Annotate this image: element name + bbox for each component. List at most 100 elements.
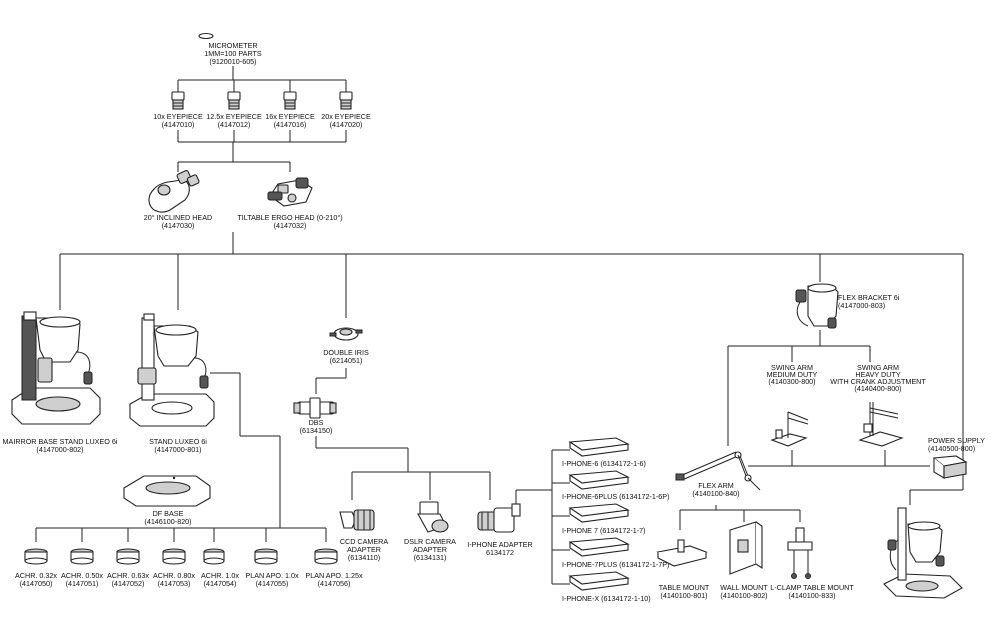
objective-code: (4147053) [158,579,191,588]
table-mount-code: (4140100-801) [660,591,707,600]
l-clamp-table-mount[interactable]: L-CLAMP TABLE MOUNT (4140100-833) [770,527,854,600]
eyepiece-12-5x[interactable]: 12.5x EYEPIECE (4147012) [206,91,262,129]
swing-arm-medium-duty[interactable]: SWING ARM MEDIUM DUTY (4140300-800) [767,363,818,447]
wall-mount-icon [729,521,763,575]
df-base-label: DF BASE [153,509,184,518]
objective-code: (4147051) [66,579,99,588]
iphone-6plus-holder[interactable]: I-PHONE-6PLUS (6134172-1-6P) [562,470,669,501]
flex-arm-code: (4140100-840) [692,489,739,498]
iphone-adapter-code: 6134172 [486,548,514,557]
objective-lens-icon [70,548,94,565]
micrometer[interactable]: MICROMETER 1MM=100 PARTS (9120010-605) [198,32,262,67]
dslr-adapter-code: (6134131) [414,553,447,562]
phone-holder-icon [568,437,630,457]
objective-0-63x[interactable]: ACHR. 0.63x (4147052) [107,548,149,588]
objective-label: ACHR. 0.63x [107,571,149,580]
double-iris-label: DOUBLE IRIS [323,348,369,357]
dbs[interactable]: DBS (6134150) [293,397,337,435]
objective-lens-icon [162,548,186,565]
luxeo-stand[interactable]: STAND LUXEO 6i (4147000-801) [129,313,215,454]
eyepiece-group: 10x EYEPIECE (4147010) 12.5x EYEPIECE (4… [153,91,371,129]
flex-stand[interactable] [883,507,963,599]
objective-0-80x[interactable]: ACHR. 0.80x (4147053) [153,548,195,588]
dslr-adapter-icon [417,501,449,533]
mirror-stand-icon [11,311,101,425]
eyepiece-20x[interactable]: 20x EYEPIECE (4147020) [321,91,371,129]
ergo-head-code: (4147032) [274,221,307,230]
l-clamp-mount-label: L-CLAMP TABLE MOUNT [770,583,854,592]
eyepiece-code: (4147016) [274,120,307,129]
micrometer-spec: 1MM=100 PARTS [204,49,262,58]
eyepiece-icon [171,91,185,110]
power-supply[interactable]: POWER SUPPLY (4140500-800) [928,436,985,479]
eyepiece-code: (4147020) [330,120,363,129]
objective-label: PLAN APO. 1.25x [305,571,363,580]
power-supply-label: POWER SUPPLY [928,436,985,445]
objective-plan-apo-1-0x[interactable]: PLAN APO. 1.0x (4147055) [245,548,299,588]
iphone-x-holder[interactable]: I-PHONE-X (6134172-1-10) [562,571,651,603]
connector-lines [35,66,964,585]
stand-code: (4147000-801) [154,445,201,454]
mirror-stand-code: (4147000-802) [36,445,83,454]
objective-lens-icon [24,548,48,565]
eyepiece-icon [227,91,241,110]
mirror-base-stand[interactable]: MAIRROR BASE STAND LUXEO 6i (4147000-802… [3,311,118,454]
flex-bracket-icon [795,283,839,329]
iphone-6-holder[interactable]: I-PHONE-6 (6134172-1-6) [562,437,646,468]
eyepiece-icon [339,91,353,110]
ergo-head[interactable]: TILTABLE ERGO HEAD (0-210°) (4147032) [237,177,343,230]
flex-arm-icon [675,451,761,491]
table-mount-label: TABLE MOUNT [659,583,710,592]
power-supply-code: (4140500-800) [928,444,975,453]
ergo-head-icon [267,177,313,207]
eyepiece-label: 10x EYEPIECE [153,112,203,121]
swing-arm-heavy-duty[interactable]: SWING ARM HEAVY DUTY WITH CRANK ADJUSTME… [830,363,926,447]
iphone-7-holder[interactable]: I-PHONE 7 (6134172-1-7) [562,503,646,535]
objective-plan-apo-1-25x[interactable]: PLAN APO. 1.25x (4147056) [305,548,363,588]
ccd-camera-adapter[interactable]: CCD CAMERA ADAPTER (6134110) [339,509,389,562]
flex-arm-label: FLEX ARM [698,481,734,490]
wall-mount-label: WALL MOUNT [720,583,768,592]
phone-holder-icon [568,503,630,523]
swing-arm-md-icon [770,411,809,447]
df-base[interactable]: DF BASE (4146100-820) [123,475,211,526]
objective-1-0x[interactable]: ACHR. 1.0x (4147054) [201,548,239,588]
eyepiece-10x[interactable]: 10x EYEPIECE (4147010) [153,91,203,129]
objective-group: ACHR. 0.32x (4147050) ACHR. 0.50x (41470… [15,548,363,588]
iphone-7plus-holder[interactable]: I-PHONE-7PLUS (6134172-1-7P) [562,537,669,569]
flex-bracket-label: FLEX BRACKET 6i [838,293,900,302]
phone-holder-icon [568,470,630,490]
ergo-head-label: TILTABLE ERGO HEAD (0-210°) [237,213,342,222]
objective-label: ACHR. 1.0x [201,571,239,580]
dslr-camera-adapter[interactable]: DSLR CAMERA ADAPTER (6134131) [404,501,456,562]
iphone-adapter[interactable]: I-PHONE ADAPTER 6134172 [467,503,533,557]
inclined-head[interactable]: 20° INCLINED HEAD (4147030) [144,170,212,230]
iphone-x-label: I-PHONE-X (6134172-1-10) [562,594,651,603]
swing-arm-hd-label-3: WITH CRANK ADJUSTMENT [830,377,926,386]
dbs-code: (6134150) [300,426,333,435]
dslr-adapter-label: DSLR CAMERA [404,537,456,546]
wall-mount[interactable]: WALL MOUNT (4140100-802) [720,521,768,600]
objective-lens-icon [116,548,140,565]
swing-arm-md-code: (4140300-800) [768,377,815,386]
table-mount[interactable]: TABLE MOUNT (4140100-801) [656,539,710,600]
flex-bracket[interactable]: FLEX BRACKET 6i (4147000-803) [795,283,900,329]
objective-label: PLAN APO. 1.0x [245,571,299,580]
double-iris[interactable]: DOUBLE IRIS (6214051) [323,327,369,365]
iphone-7plus-label: I-PHONE-7PLUS (6134172-1-7P) [562,560,669,569]
eyepiece-16x[interactable]: 16x EYEPIECE (4147016) [265,91,315,129]
flex-stand-icon [883,507,963,599]
double-iris-icon [329,327,363,341]
eyepiece-label: 20x EYEPIECE [321,112,371,121]
swing-arm-md-label-2: MEDIUM DUTY [767,370,818,379]
dbs-icon [293,397,337,419]
iphone-adapter-icon [477,503,521,533]
objective-0-50x[interactable]: ACHR. 0.50x (4147051) [61,548,103,588]
inclined-head-label: 20° INCLINED HEAD [144,213,212,222]
dslr-adapter-label-2: ADAPTER [413,545,447,554]
flex-arm[interactable]: FLEX ARM (4140100-840) [675,451,761,498]
objective-code: (4147052) [112,579,145,588]
flex-bracket-code: (4147000-803) [838,301,885,310]
objective-0-32x[interactable]: ACHR. 0.32x (4147050) [15,548,57,588]
